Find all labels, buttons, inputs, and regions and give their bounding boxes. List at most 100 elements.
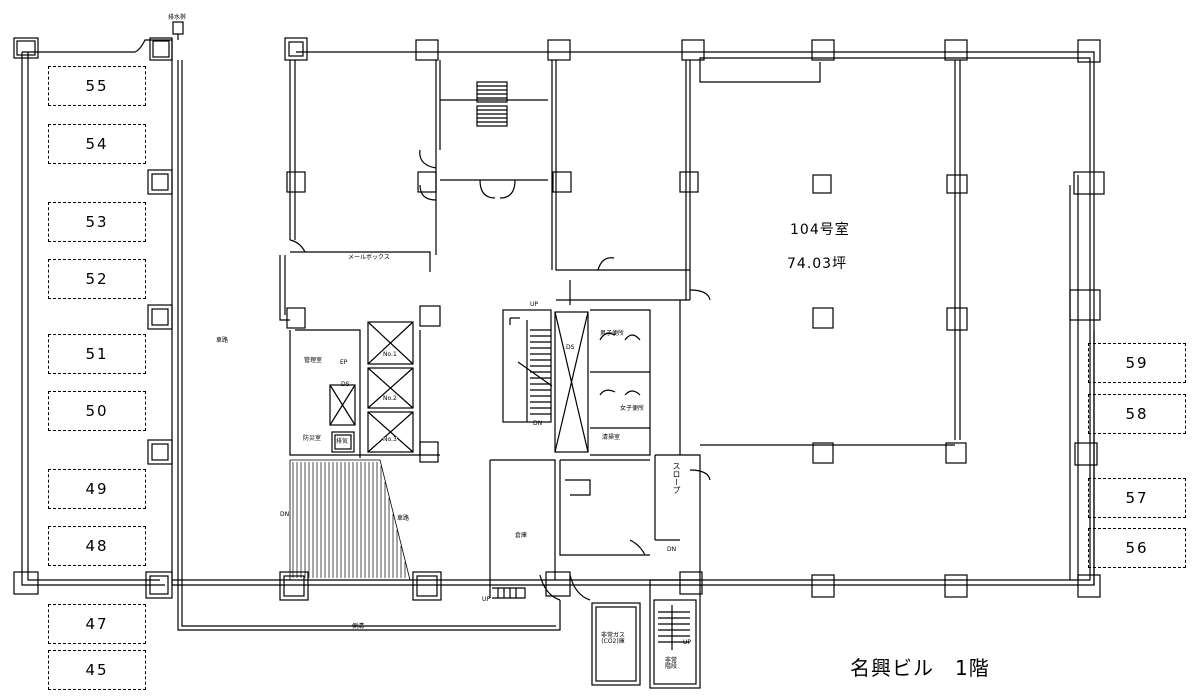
parking-stall-52: 52: [48, 259, 146, 299]
ds-shaft-center: [554, 311, 589, 453]
slope-label: スロープ: [672, 462, 681, 494]
column: [286, 307, 306, 329]
road-label-center: 車路: [397, 515, 410, 522]
gas-room-label: 非常ガス (CO2)庫: [601, 632, 626, 645]
disaster-room-box: [331, 431, 355, 453]
women-wc-label: 女子便所: [620, 405, 645, 412]
hatch-lines: [292, 462, 406, 578]
parking-stall-45: 45: [48, 650, 146, 690]
ep-label: EP: [340, 359, 348, 366]
wall: [654, 289, 711, 580]
unit-area: 74.03坪: [787, 256, 848, 272]
column: [147, 304, 173, 330]
column: [1069, 289, 1101, 321]
wall: [700, 60, 1079, 580]
column: [415, 39, 439, 61]
column: [946, 307, 968, 331]
elevator-1-label: No.1: [383, 351, 397, 358]
mgmt-room-label: 管理室: [304, 357, 323, 364]
parking-stall-59: 59: [1088, 343, 1186, 383]
road-label-left: 車路: [216, 337, 229, 344]
parking-stall-57: 57: [1088, 478, 1186, 518]
column: [944, 574, 968, 598]
up-label-bottom: UP: [482, 596, 491, 603]
column: [1073, 171, 1105, 195]
wall: [279, 255, 440, 458]
column: [283, 575, 305, 597]
ds-label-left: DS: [341, 381, 350, 388]
stair-top: [476, 81, 508, 127]
column: [16, 40, 36, 56]
column: [419, 441, 439, 463]
side-ditch-label: 側溝: [352, 623, 365, 630]
column: [149, 575, 169, 595]
ds-shaft-left: [329, 384, 356, 426]
column: [151, 443, 169, 461]
column: [1077, 39, 1101, 63]
disaster-room-label: 防災室: [303, 435, 322, 442]
parking-stall-55: 55: [48, 66, 146, 106]
elevator-shafts: [367, 321, 414, 453]
dn-stair-label: DN: [533, 420, 543, 427]
column: [1074, 442, 1098, 466]
parking-stall-48: 48: [48, 526, 146, 566]
column: [812, 174, 832, 194]
emergency-stair-label: 非常 階段: [665, 657, 678, 670]
column: [811, 39, 835, 61]
column: [812, 307, 834, 329]
column: [13, 37, 39, 59]
parking-stall-47: 47: [48, 604, 146, 644]
column: [147, 439, 173, 465]
column: [13, 571, 39, 595]
column: [149, 37, 173, 61]
exhaust-label: 排気: [336, 438, 349, 445]
column: [284, 37, 308, 61]
column: [1077, 574, 1101, 598]
elevator-2-label: No.2: [383, 395, 397, 402]
parking-stall-49: 49: [48, 469, 146, 509]
warehouse-label: 倉庫: [515, 532, 528, 539]
left-strip-outline: [21, 39, 173, 586]
parking-stall-58: 58: [1088, 394, 1186, 434]
column: [679, 171, 699, 193]
column: [946, 174, 968, 194]
column: [419, 305, 441, 327]
wall: [489, 459, 680, 601]
mailbox-label: メールボックス: [348, 254, 390, 261]
column: [811, 574, 835, 598]
column: [679, 571, 703, 595]
column: [552, 171, 572, 193]
column: [152, 40, 170, 58]
ds-label-center: DS: [566, 344, 575, 351]
dn-label-left: DN: [280, 511, 290, 518]
cleaning-room-label: 清掃室: [602, 434, 621, 441]
column: [681, 39, 705, 61]
emergency-stair: [649, 579, 701, 689]
men-wc-label: 男子便所: [600, 330, 625, 337]
dn-label-right: DN: [667, 546, 677, 553]
parking-stall-50: 50: [48, 391, 146, 431]
parking-stall-53: 53: [48, 202, 146, 242]
column: [547, 39, 571, 61]
column: [417, 171, 437, 193]
column: [945, 442, 967, 464]
parking-stall-51: 51: [48, 334, 146, 374]
column: [416, 575, 438, 597]
column: [151, 308, 169, 326]
wall: [289, 60, 548, 272]
up-stair-label: UP: [530, 301, 539, 308]
door: [289, 149, 615, 271]
up-emergency-label: UP: [683, 639, 692, 646]
column: [279, 571, 309, 601]
building-outline: [172, 51, 1095, 586]
column: [151, 173, 169, 191]
gas-room: [591, 602, 641, 686]
unit-number: 104号室: [790, 222, 850, 238]
wall: [551, 60, 691, 300]
column: [545, 571, 571, 597]
central-stair: [502, 309, 553, 423]
hatched-area: [289, 459, 411, 581]
drawing-title: 名興ビル 1階: [850, 656, 990, 680]
column: [812, 442, 834, 464]
